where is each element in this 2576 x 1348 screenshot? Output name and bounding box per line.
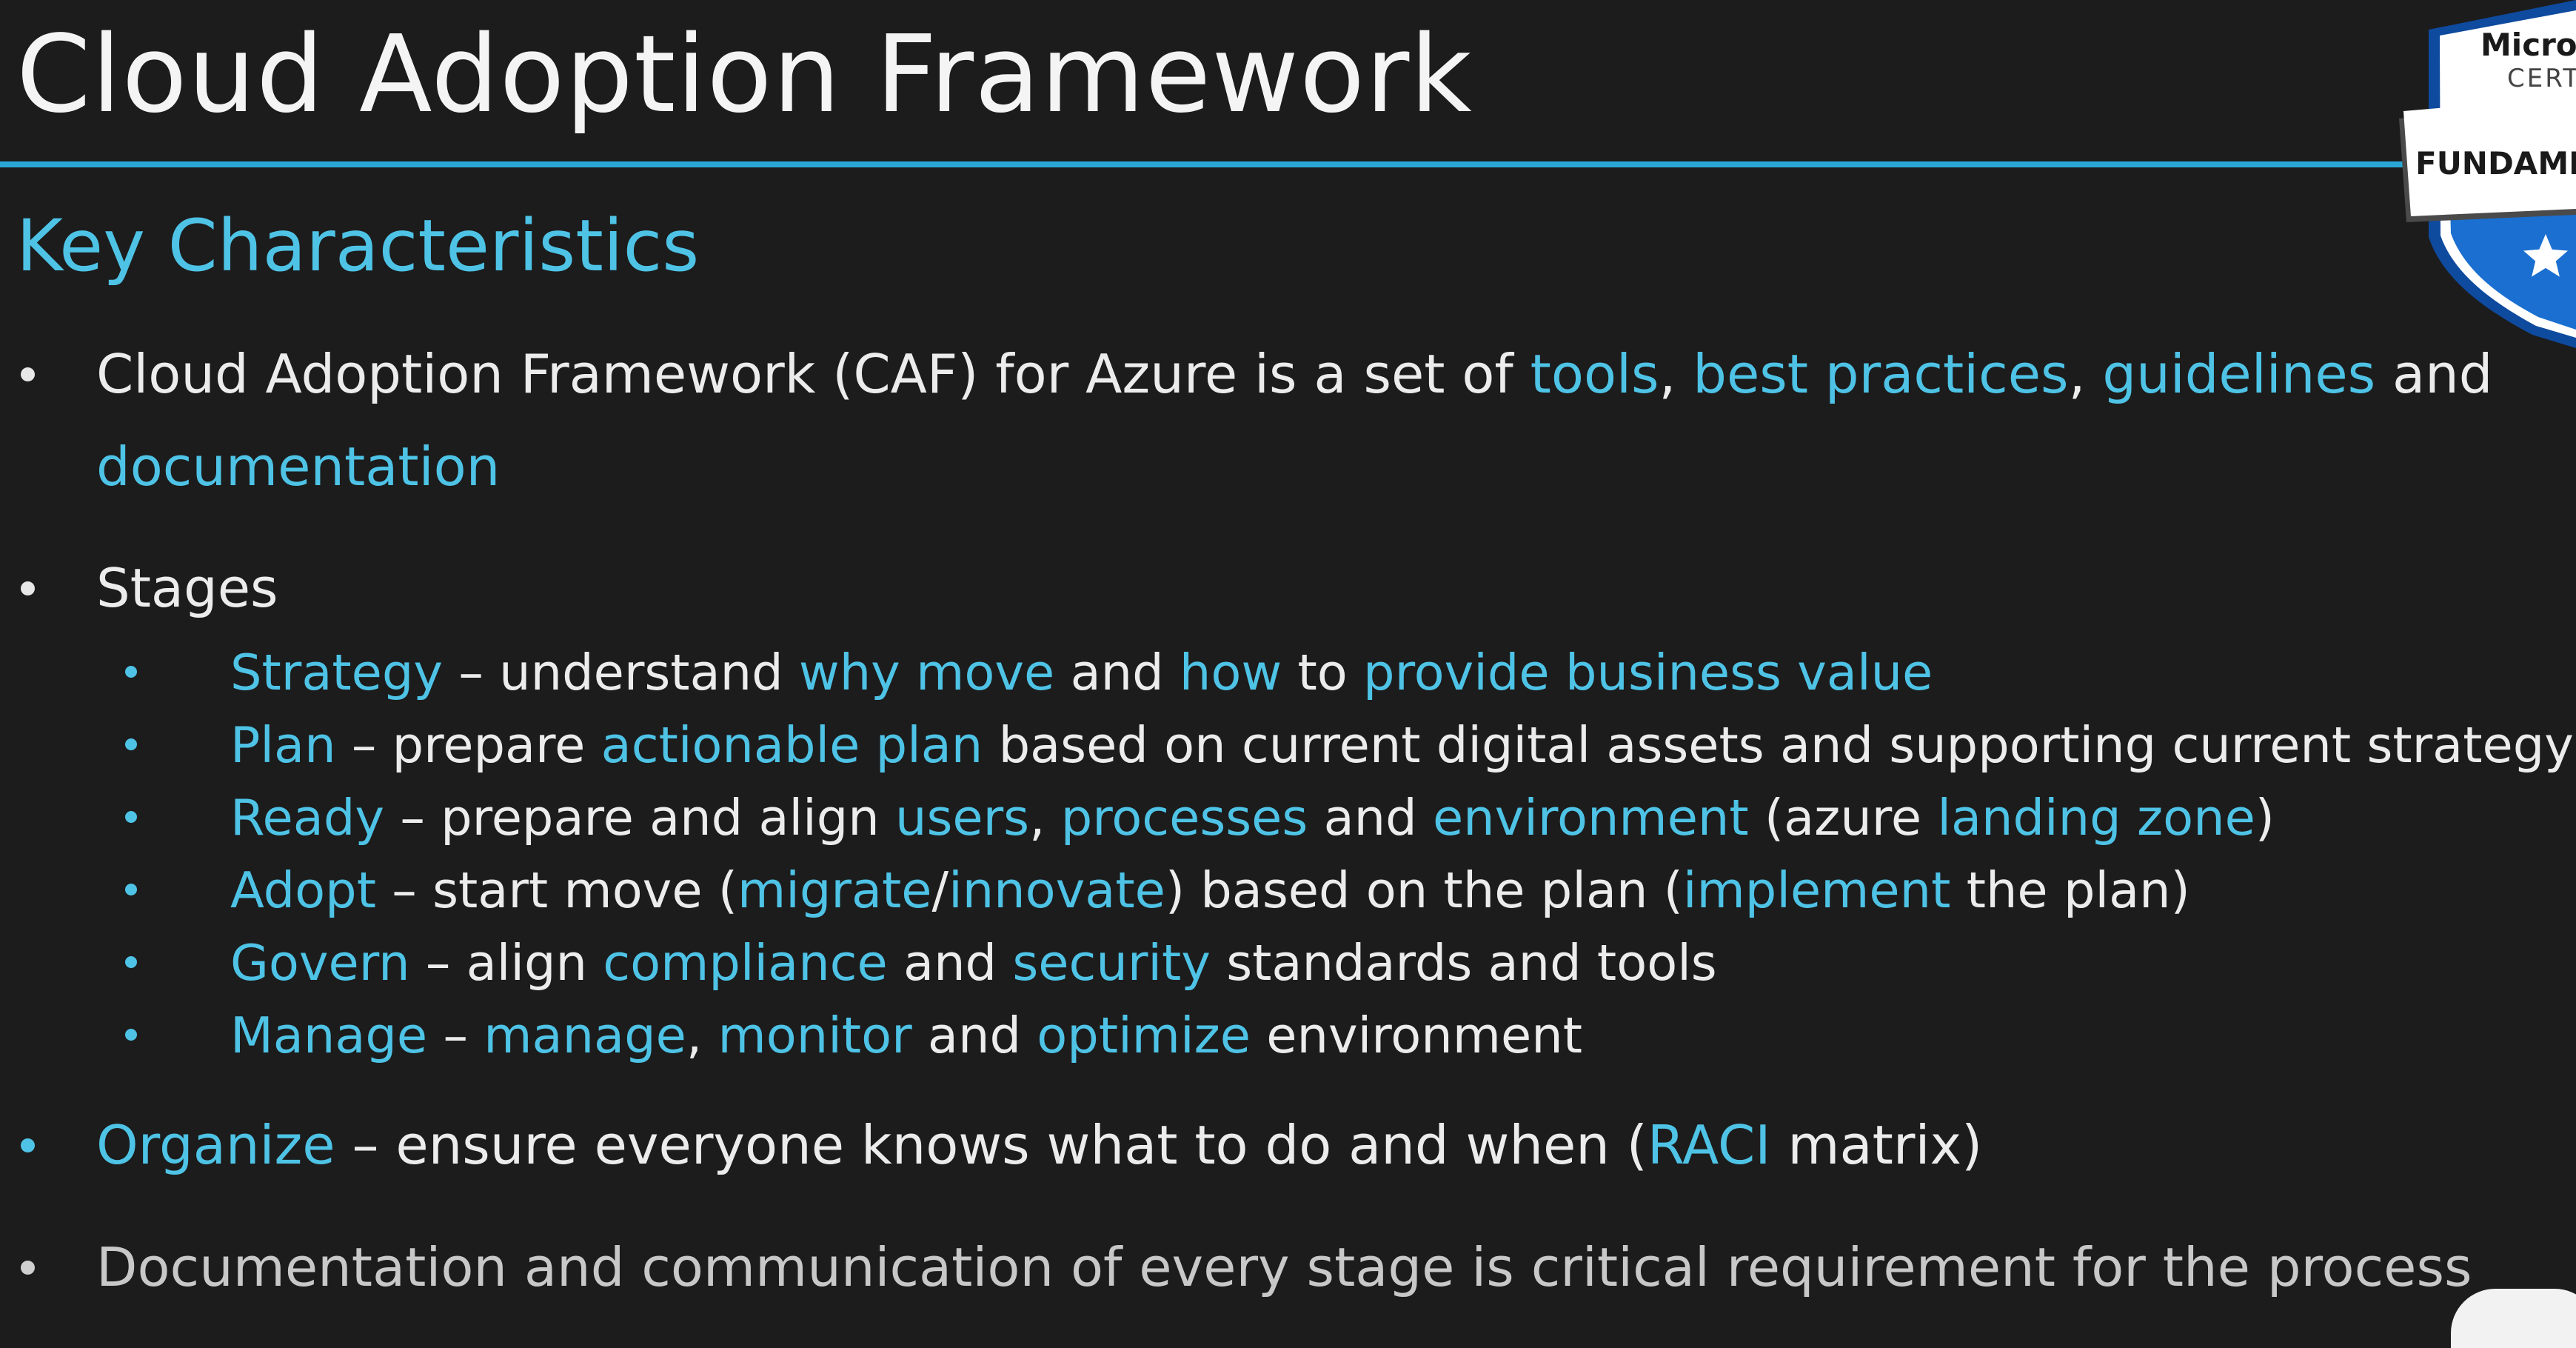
highlighted-term: security: [1012, 934, 1211, 992]
stage-govern: Govern – align compliance and security s…: [230, 926, 1717, 1000]
text-segment: – ensure everyone knows what to do and w…: [335, 1114, 1647, 1176]
text-segment: and: [2375, 343, 2493, 405]
bullet-stages: Stages: [96, 557, 278, 619]
text-segment: and: [887, 934, 1013, 992]
highlighted-term: Strategy: [230, 644, 444, 701]
stage-plan: Plan – prepare actionable plan based on …: [230, 708, 2574, 782]
badge-level-text: FUNDAME: [2415, 145, 2576, 181]
badge-certified-text: CERTIF: [2507, 64, 2576, 93]
text-segment: and: [1308, 789, 1433, 847]
highlighted-term: implement: [1682, 861, 1951, 919]
text-segment: to: [1282, 644, 1364, 701]
highlighted-term: users: [895, 789, 1030, 847]
text-segment: and: [1054, 644, 1180, 701]
text-segment: ,: [1029, 789, 1061, 847]
highlighted-term: why move: [798, 644, 1055, 701]
cloud-icon: [2451, 1289, 2576, 1348]
highlighted-term: Adopt: [230, 861, 376, 919]
stage-strategy: Strategy – understand why move and how t…: [230, 635, 1933, 710]
bullet-caf-line1: Cloud Adoption Framework (CAF) for Azure…: [96, 337, 2493, 411]
highlighted-term: compliance: [603, 934, 888, 992]
text-segment: – start move (: [375, 861, 737, 919]
text-segment: Documentation and communication of every…: [96, 1236, 2472, 1298]
text-segment: ): [2255, 789, 2275, 847]
highlighted-term: provide business value: [1363, 644, 1933, 701]
text-segment: – prepare and align: [384, 789, 896, 847]
text-segment: Cloud Adoption Framework (CAF) for Azure…: [96, 343, 1530, 405]
highlighted-term: Plan: [230, 716, 336, 774]
highlighted-term: landing zone: [1937, 789, 2255, 847]
stage-adopt: Adopt – start move (migrate/innovate) ba…: [230, 853, 2190, 927]
text-segment: – prepare: [335, 716, 601, 774]
bullet-organize: Organize – ensure everyone knows what to…: [96, 1108, 1982, 1182]
text-segment: based on current digital assets and supp…: [983, 716, 2574, 774]
text-segment: ) based on the plan (: [1165, 861, 1683, 919]
highlighted-term: Organize: [96, 1114, 335, 1176]
text-segment: matrix): [1770, 1114, 1983, 1176]
highlighted-term: Govern: [230, 934, 410, 992]
stage-ready: Ready – prepare and align users, process…: [230, 781, 2275, 855]
title-divider: [0, 161, 2576, 167]
bullet-documentation: Documentation and communication of every…: [96, 1230, 2472, 1304]
sub-bullet-dot: [125, 884, 137, 895]
text-segment: –: [427, 1007, 484, 1064]
highlighted-term: Manage: [230, 1007, 428, 1064]
bullet-dot: [21, 1138, 35, 1152]
text-segment: standards and tools: [1210, 934, 1717, 992]
text-segment: environment: [1250, 1007, 1582, 1064]
highlighted-term: optimize: [1037, 1007, 1251, 1064]
text-segment: and: [911, 1007, 1037, 1064]
sub-bullet-dot: [125, 738, 137, 750]
highlighted-term: environment: [1432, 789, 1749, 847]
highlighted-term: innovate: [949, 861, 1165, 919]
text-segment: ,: [2068, 343, 2103, 405]
sub-bullet-dot: [125, 666, 137, 678]
bullet-dot: [21, 1261, 35, 1275]
certification-badge-icon: Micros CERTIF FUNDAME: [2377, 0, 2576, 348]
highlighted-term: guidelines: [2102, 343, 2376, 405]
highlighted-term: best practices: [1693, 343, 2069, 405]
highlighted-term: RACI: [1647, 1114, 1771, 1176]
text-segment: (azure: [1748, 789, 1938, 847]
highlighted-term: actionable plan: [600, 716, 983, 774]
stage-manage: Manage – manage, monitor and optimize en…: [230, 998, 1582, 1072]
sub-bullet-dot: [125, 811, 137, 823]
bullet-dot: [21, 581, 35, 595]
page-title: Cloud Adoption Framework: [16, 12, 1473, 136]
badge-brand-text: Micros: [2480, 27, 2576, 63]
highlighted-term: Ready: [230, 789, 385, 847]
highlighted-term: processes: [1060, 789, 1308, 847]
highlighted-term: migrate: [737, 861, 932, 919]
section-heading: Key Characteristics: [16, 204, 700, 287]
bullet-caf-line2: documentation: [96, 430, 500, 504]
star-icon: [2523, 234, 2568, 277]
highlighted-term: tools: [1530, 343, 1659, 405]
text-segment: the plan): [1950, 861, 2190, 919]
text-segment: – align: [409, 934, 603, 992]
highlighted-term: manage: [484, 1007, 686, 1064]
bullet-dot: [21, 367, 35, 381]
highlighted-term: documentation: [96, 436, 501, 498]
highlighted-term: monitor: [717, 1007, 912, 1064]
sub-bullet-dot: [125, 956, 137, 968]
text-segment: /: [931, 861, 949, 919]
text-segment: ,: [686, 1007, 718, 1064]
text-segment: ,: [1659, 343, 1693, 405]
text-segment: – understand: [443, 644, 799, 701]
highlighted-term: how: [1179, 644, 1282, 701]
sub-bullet-dot: [125, 1029, 137, 1041]
